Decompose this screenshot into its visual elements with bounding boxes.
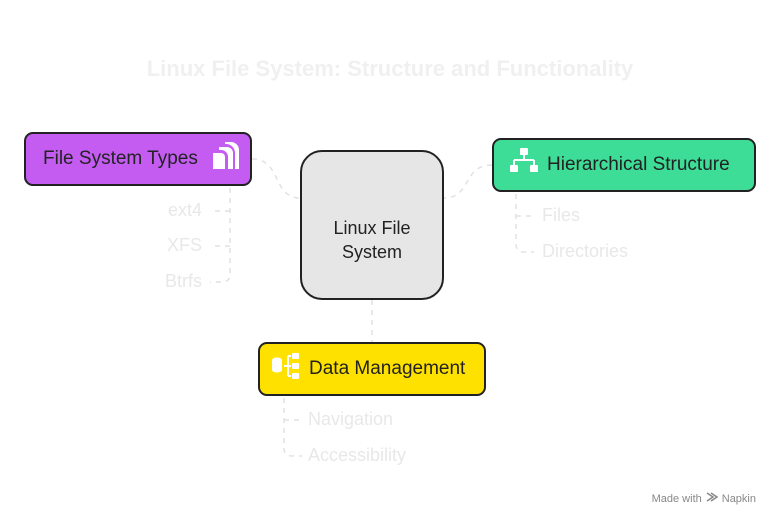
node-file-system-types-label: File System Types <box>43 148 198 169</box>
connector-types-children <box>210 188 231 283</box>
connector-data-children <box>283 398 302 457</box>
database-flow-icon <box>271 351 301 387</box>
node-hierarchical-structure-label: Hierarchical Structure <box>547 154 730 175</box>
footer-made-with: Made with <box>651 492 702 505</box>
node-hierarchical-structure: Hierarchical Structure <box>492 138 756 192</box>
leaf-directories: Directories <box>542 241 629 261</box>
central-node-line2: System <box>341 242 402 262</box>
central-node-line1: Linux File <box>333 218 411 238</box>
central-node-linux-file-system: Linux File System <box>300 150 444 300</box>
connector-hierarchy-center <box>443 164 493 199</box>
footer-brand: Napkin <box>721 492 756 505</box>
leaf-btrfs: Btrfs <box>164 271 202 291</box>
footer-attribution: Made with Napkin <box>652 491 756 506</box>
leaf-accessibility: Accessibility <box>308 445 407 465</box>
diagram-title: Linux File System: Structure and Functio… <box>146 56 634 81</box>
org-chart-icon <box>509 147 539 183</box>
leaf-navigation: Navigation <box>308 409 394 429</box>
leaf-xfs: XFS <box>166 235 202 255</box>
connector-types-center <box>251 158 301 199</box>
connector-hierarchy-children <box>515 194 534 253</box>
napkin-logo-icon <box>706 491 719 506</box>
node-data-management: Data Management <box>258 342 486 396</box>
node-data-management-label: Data Management <box>309 358 466 379</box>
leaf-files: Files <box>542 205 581 225</box>
node-file-system-types: File System Types <box>24 132 252 186</box>
leaf-ext4: ext4 <box>167 200 202 220</box>
document-stack-icon <box>210 141 240 177</box>
